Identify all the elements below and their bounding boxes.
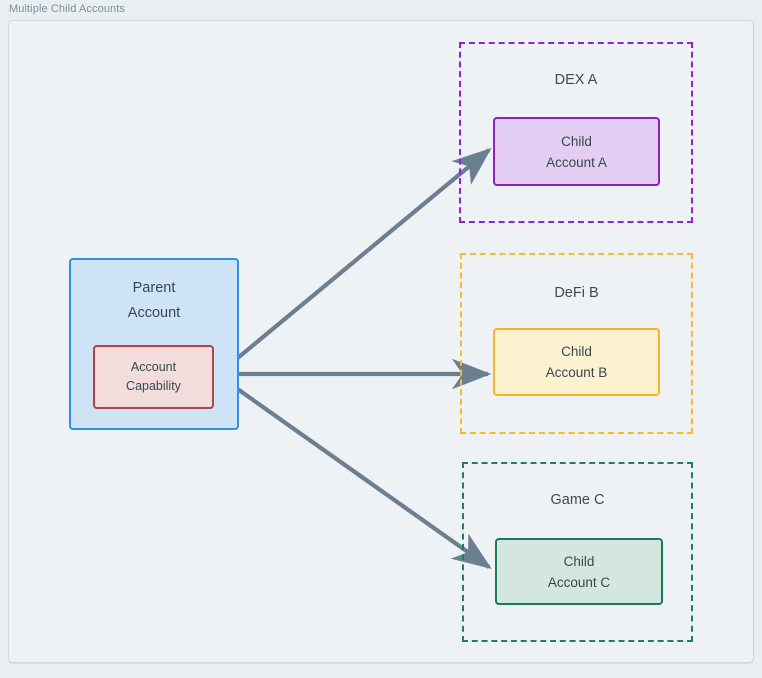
- diagram-title: Multiple Child Accounts: [9, 3, 126, 15]
- child-account-a-label-line-1: Child: [561, 133, 592, 149]
- node-account-capability[interactable]: Account Capability: [93, 345, 214, 409]
- node-child-account-b[interactable]: Child Account B: [493, 328, 660, 396]
- node-child-account-c[interactable]: Child Account C: [495, 538, 663, 605]
- child-account-a-label-line-2: Account A: [546, 154, 607, 170]
- group-dex-a: DEX A: [459, 42, 693, 223]
- account-capability-label-line-1: Account: [130, 360, 177, 374]
- group-game-c: Game C: [462, 462, 693, 642]
- group-defi-b: DeFi B: [460, 253, 693, 434]
- child-account-c-label-line-2: Account C: [547, 574, 611, 590]
- child-account-c-label-line-1: Child: [563, 553, 595, 569]
- parent-account-label-line-1: Parent: [132, 280, 176, 296]
- child-account-b-label-line-1: Child: [561, 344, 592, 359]
- group-dex-a-label: DEX A: [554, 72, 598, 88]
- group-defi-b-label: DeFi B: [554, 285, 599, 301]
- account-capability-label-line-2: Capability: [126, 379, 181, 393]
- child-account-b-label-line-2: Account B: [545, 365, 608, 380]
- group-game-c-label: Game C: [550, 492, 605, 508]
- node-child-account-a[interactable]: Child Account A: [493, 117, 660, 186]
- parent-account-label-line-2: Account: [127, 305, 181, 321]
